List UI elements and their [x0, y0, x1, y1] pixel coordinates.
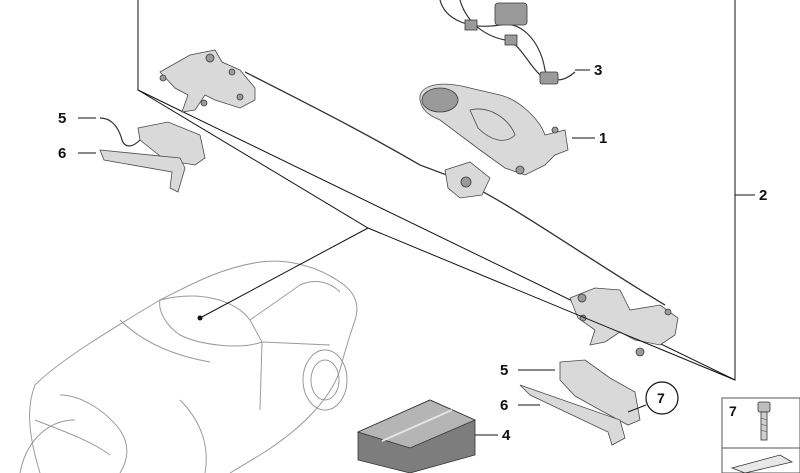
- fastener-box: 7: [721, 397, 800, 473]
- drive-motor: 1: [419, 83, 607, 176]
- right-hinge: [569, 287, 679, 357]
- car-outline: [19, 260, 358, 473]
- left-hinge: [159, 49, 256, 113]
- callout-7-circle: 7: [657, 390, 665, 406]
- assembly-leader: [137, 89, 736, 381]
- arrow-icon: [730, 454, 794, 473]
- right-sensor-bracket: 5 6: [500, 359, 641, 446]
- callout-2: 2: [759, 187, 767, 204]
- screw-icon: [757, 401, 771, 441]
- callout-6-top: 6: [58, 145, 66, 162]
- callout-3: 3: [594, 62, 602, 79]
- left-sensor-bracket: 5 6: [58, 110, 206, 193]
- callout-7-box: 7: [729, 403, 737, 419]
- callout-5-top: 5: [58, 110, 66, 127]
- callout-6-bottom: 6: [500, 397, 508, 414]
- circle-7-icon: 7: [627, 381, 679, 415]
- assembly-frame: [137, 0, 755, 381]
- drive-cable: [244, 71, 666, 306]
- callout-5-bottom: 5: [500, 362, 508, 379]
- repair-kit-box: 4: [356, 399, 511, 473]
- callout-4: 4: [502, 427, 511, 444]
- callout-1: 1: [599, 130, 607, 147]
- wiring-harness: 3: [439, 0, 602, 85]
